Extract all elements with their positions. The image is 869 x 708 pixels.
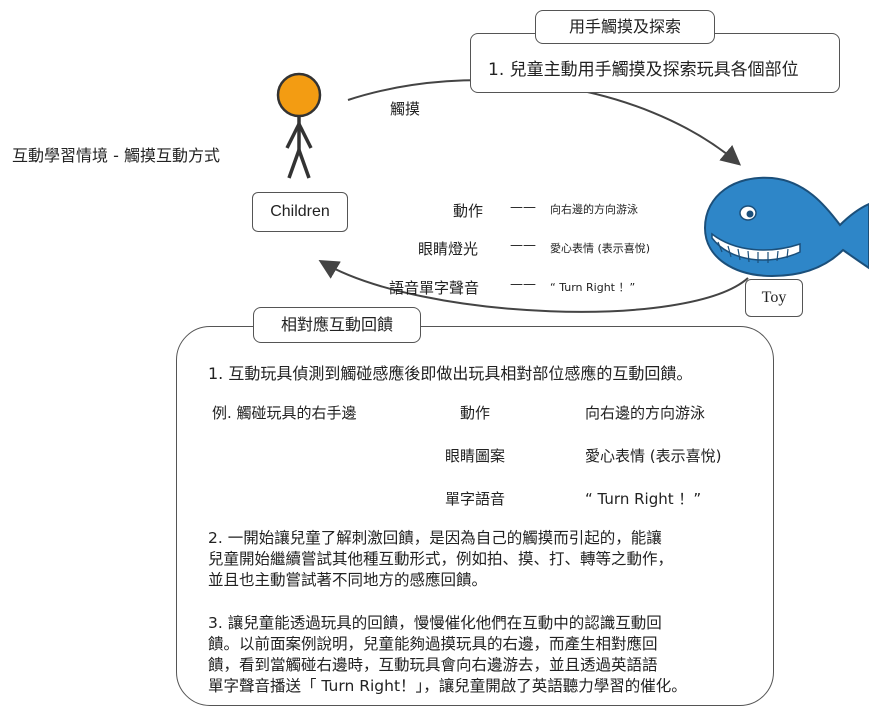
feedback-panel (176, 326, 774, 706)
panel-p1: 1. 互動玩具偵測到觸碰感應後即做出玩具相對部位感應的互動回饋。 (208, 364, 693, 383)
feedback-name-eyes: 眼睛燈光 (418, 240, 479, 258)
feedback-dash: —— (510, 200, 536, 215)
side-title: 互動學習情境 - 觸摸互動方式 (12, 146, 220, 165)
feedback-name-motion: 動作 (453, 202, 484, 220)
child-head (276, 72, 322, 118)
panel-p2: 2. 一開始讓兒童了解刺激回饋，是因為自己的觸摸而引起的，能讓 兒童開始繼續嘗試… (208, 528, 673, 591)
feedback-dash: —— (510, 238, 536, 253)
panel-p3: 3. 讓兒童能透過玩具的回饋，慢慢催化他們在互動中的認識互動回 饋。以前面案例說… (208, 613, 687, 697)
top-callout-text: 1. 兒童主動用手觸摸及探索玩具各個部位 (488, 60, 799, 80)
panel-p2-line: 2. 一開始讓兒童了解刺激回饋，是因為自己的觸摸而引起的，能讓 (208, 529, 662, 547)
panel-row-result: “ Turn Right ！” (585, 490, 702, 508)
panel-p3-line: 饋。以前面案例說明，兒童能夠過摸玩具的右邊，而產生相對應回 (208, 635, 658, 653)
feedback-name-voice: 語音單字聲音 (389, 279, 480, 297)
feedback-value-eyes: 愛心表情 (表示喜悅) (550, 242, 651, 255)
panel-row-mid: 動作 (460, 404, 491, 422)
toy-box: Toy (745, 279, 803, 317)
top-callout-title: 用手觸摸及探索 (535, 10, 715, 44)
feedback-arrow (318, 259, 749, 313)
feedback-value-motion: 向右邊的方向游泳 (550, 203, 638, 216)
panel-example-label: 例. 觸碰玩具的右手邊 (212, 404, 357, 422)
panel-p3-line: 3. 讓兒童能透過玩具的回饋，慢慢催化他們在互動中的認識互動回 (208, 614, 662, 632)
panel-row-mid: 單字語音 (445, 490, 506, 508)
whale-toy (703, 176, 869, 278)
panel-p2-line: 並且也主動嘗試著不同地方的感應回饋。 (208, 571, 488, 589)
children-box: Children (252, 192, 348, 232)
feedback-value-voice: “ Turn Right ！” (550, 281, 636, 294)
touch-label: 觸摸 (390, 100, 421, 118)
panel-title: 相對應互動回饋 (253, 307, 421, 343)
panel-p2-line: 兒童開始繼續嘗試其他種互動形式，例如拍、摸、打、轉等之動作， (208, 550, 674, 568)
panel-p3-line: 單字聲音播送「 Turn Right！」，讓兒童開啟了英語聽力學習的催化。 (208, 677, 687, 695)
panel-row-result: 向右邊的方向游泳 (585, 404, 706, 422)
panel-row-result: 愛心表情 (表示喜悅) (585, 447, 722, 465)
feedback-dash: —— (510, 277, 536, 292)
panel-row-mid: 眼睛圖案 (445, 447, 506, 465)
panel-p3-line: 饋，看到當觸碰右邊時，互動玩具會向右邊游去，並且透過英語語 (208, 656, 658, 674)
child-figure (276, 72, 322, 179)
